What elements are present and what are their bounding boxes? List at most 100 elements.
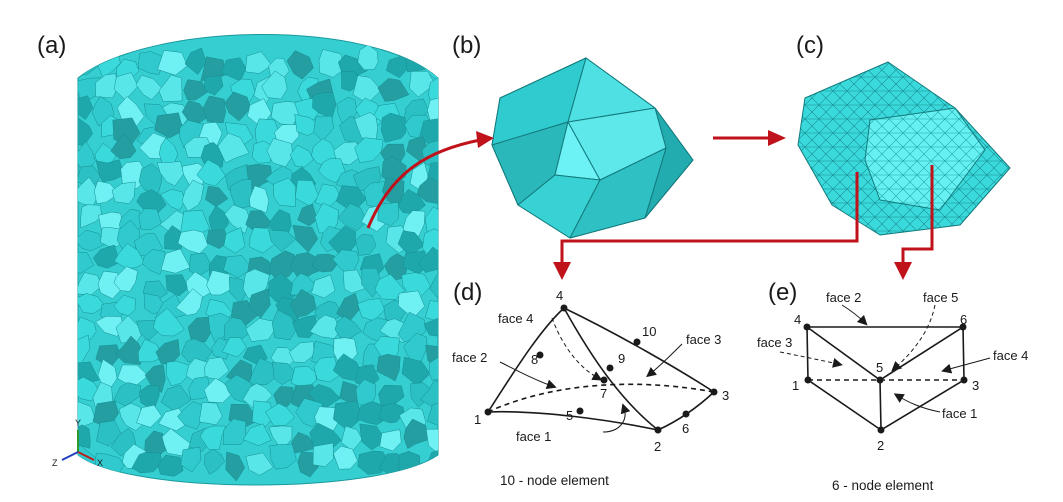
caption-6-node: 6 - node element [832, 478, 934, 493]
wedge-face-label-2: face 2 [826, 290, 861, 305]
particle-facet [246, 164, 273, 192]
particle-facet [198, 402, 223, 426]
panel-label-b: (b) [452, 32, 481, 59]
particle-facet [242, 423, 272, 446]
particle-facet [111, 181, 136, 204]
particle-facet [95, 159, 125, 183]
arrow-b-to-c [713, 130, 786, 146]
particle-facet [157, 454, 184, 477]
particle-facet [292, 225, 319, 253]
wedge-node-label-4: 4 [794, 312, 801, 327]
particle-facet [343, 269, 366, 294]
particle-facet [94, 180, 120, 204]
particle-facet [354, 137, 384, 164]
particle-facet [266, 138, 294, 168]
particle-facet [158, 74, 183, 102]
particle-facet [359, 423, 386, 451]
particle-facet [289, 144, 314, 168]
particle-facet [224, 204, 250, 235]
particle-facet [376, 353, 401, 382]
face-label-3: face 3 [686, 332, 721, 347]
particle-facet [288, 341, 315, 363]
particle-facet [95, 73, 118, 99]
particle-facet [157, 50, 188, 76]
particle-facet [313, 115, 334, 142]
particle-facet [229, 179, 252, 209]
particle-facet [249, 185, 270, 214]
particle-facet [78, 316, 97, 343]
triad-y-label: Y [75, 418, 81, 428]
particle-facet [137, 51, 163, 75]
panel-label-a: (a) [37, 32, 66, 59]
particle-facet [180, 446, 202, 473]
particle-facet [78, 293, 106, 314]
particle-facet [428, 357, 438, 381]
particle-facet [184, 47, 207, 75]
particle-facet [427, 97, 438, 123]
particle-facet [183, 79, 208, 101]
particle-facet [204, 75, 224, 96]
particle-facet [161, 428, 192, 457]
particle-facet [271, 309, 298, 341]
node-label-8: 8 [531, 352, 538, 367]
particle-facet [249, 227, 276, 254]
particle-facet [114, 335, 144, 365]
particle-facet [269, 250, 297, 280]
particle-facet [78, 77, 101, 104]
triad-z-label: Z [52, 458, 58, 468]
particle-facet [206, 270, 234, 296]
node-label-9: 9 [618, 351, 625, 366]
particle-facet [377, 202, 399, 227]
particle-facet [92, 244, 121, 269]
particle-facet [110, 133, 137, 160]
particle-facet [175, 288, 203, 316]
node-label-7: 7 [600, 386, 607, 401]
particle-facet [206, 229, 230, 249]
wedge-node-label-1: 1 [792, 378, 799, 393]
particle-facet [135, 74, 163, 101]
particle-facet [159, 188, 186, 211]
particle-facet [423, 315, 438, 338]
arrow-c-to-d [553, 172, 859, 280]
particle-facet [265, 403, 296, 427]
particle-facet [403, 418, 429, 449]
particle-facet [196, 159, 226, 187]
particle-facet [340, 425, 363, 452]
arrow-a-to-b [366, 131, 494, 229]
particle-facet [78, 376, 101, 402]
particle-facet [96, 420, 122, 447]
particle-facet [113, 382, 142, 407]
node-label-3: 3 [722, 388, 729, 403]
particle-facet [380, 112, 407, 143]
node-label-10: 10 [642, 324, 656, 339]
particle-facets [78, 44, 438, 482]
particle-facet [245, 51, 273, 74]
particle-facet [424, 300, 438, 322]
node-label-1: 1 [474, 412, 481, 427]
particle-facet [261, 70, 288, 100]
particle-facet [113, 243, 146, 269]
particle-facet [311, 274, 336, 299]
wedge-node-label-6: 6 [960, 312, 967, 327]
particle-facet [203, 377, 233, 404]
particle-facet [333, 445, 358, 470]
particle-facet [138, 208, 162, 231]
particle-facet [332, 353, 361, 381]
node-label-5: 5 [566, 408, 573, 423]
tetrahedral-face-labels: face 1 face 2 face 3 face 4 [452, 311, 721, 444]
face-label-2: face 2 [452, 350, 487, 365]
particle-facet [223, 255, 253, 279]
particle-facet [78, 334, 91, 366]
wedge-node-labels: 1 2 3 4 5 6 [792, 312, 979, 453]
particle-facet [95, 315, 124, 337]
particle-facet [78, 251, 95, 275]
triad-x-label: X [97, 458, 103, 468]
particle-facet [153, 307, 185, 337]
particle-facet [291, 431, 317, 454]
particle-facet [409, 70, 436, 98]
particle-facet [78, 95, 94, 120]
particle-facet [211, 337, 231, 360]
particle-facet [357, 44, 379, 71]
particle-facet [204, 356, 230, 380]
